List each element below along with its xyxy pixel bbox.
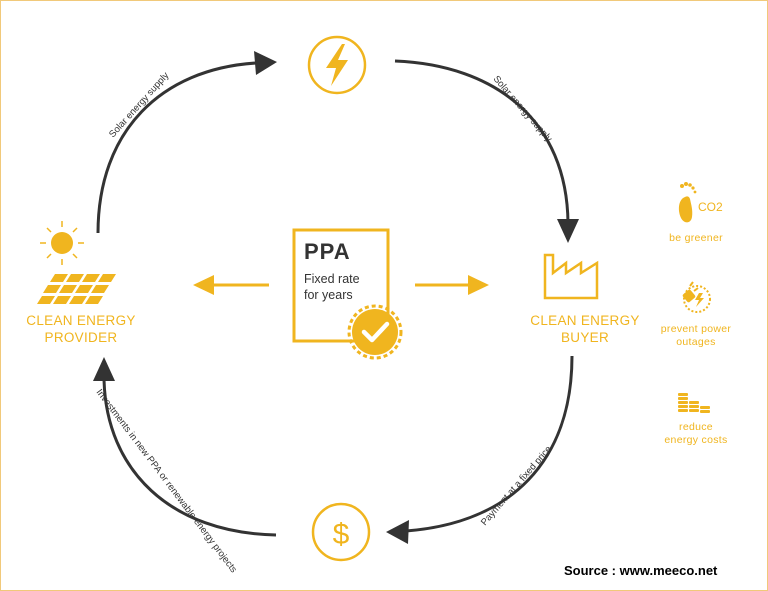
provider-label: CLEAN ENERGY PROVIDER <box>11 312 151 346</box>
provider-label-line2: PROVIDER <box>44 330 118 345</box>
arrowhead-bottom-left <box>93 357 115 381</box>
ppa-subtitle: Fixed rate for years <box>304 271 360 303</box>
arrow-to-provider <box>193 275 269 295</box>
ppa-subtitle-line2: for years <box>304 288 353 302</box>
caption-bottom-left: Investments in new PPA or renewable ener… <box>94 387 239 575</box>
arrowhead-bottom-right <box>386 520 409 544</box>
caption-top-right: Solar energy supply <box>491 74 555 145</box>
buyer-label-line2: BUYER <box>560 330 609 345</box>
check-badge-icon <box>347 304 403 360</box>
caption-bottom-right: Payment at a fixed price <box>479 444 554 528</box>
benefit-costs-line1: reduce <box>679 421 713 433</box>
buyer-label: CLEAN ENERGY BUYER <box>515 312 655 346</box>
benefit-greener-line1: be greener <box>669 232 723 244</box>
dollar-symbol: $ <box>333 518 350 551</box>
provider-label-line1: CLEAN ENERGY <box>26 313 136 328</box>
arrow-provider-to-supply <box>96 61 257 234</box>
sun-icon <box>40 221 84 265</box>
caption-top-left: Solar energy supply <box>107 70 172 140</box>
arrowhead-top-right <box>557 219 579 243</box>
arrow-to-buyer <box>415 275 489 295</box>
lightning-icon <box>307 35 367 95</box>
co2-label: CO2 <box>698 200 723 214</box>
source-credit: Source : www.meeco.net <box>564 563 718 578</box>
ppa-title: PPA <box>304 239 351 264</box>
benefit-greener-label: be greener <box>646 232 746 245</box>
arrow-supply-to-buyer <box>394 59 570 224</box>
footprint-co2-icon: CO2 <box>678 182 723 223</box>
arrow-payment-to-provider <box>102 378 277 537</box>
arrowhead-top-left <box>254 51 277 75</box>
benefit-costs-label: reduce energy costs <box>646 421 746 447</box>
ppa-subtitle-line1: Fixed rate <box>304 272 360 286</box>
buyer-label-line1: CLEAN ENERGY <box>530 313 640 328</box>
factory-icon <box>543 253 599 300</box>
power-plug-icon <box>682 281 711 313</box>
benefit-outages-label: prevent power outages <box>646 323 746 349</box>
benefit-outages-line1: prevent power <box>660 323 732 335</box>
benefit-outages-line2: outages <box>676 336 716 348</box>
coin-stacks-icon <box>678 393 710 413</box>
benefit-costs-line2: energy costs <box>664 434 728 446</box>
ppa-document <box>292 228 390 343</box>
dollar-icon: $ <box>311 502 371 562</box>
arrow-buyer-to-payment <box>405 355 574 533</box>
solar-panel-icon <box>37 274 116 304</box>
